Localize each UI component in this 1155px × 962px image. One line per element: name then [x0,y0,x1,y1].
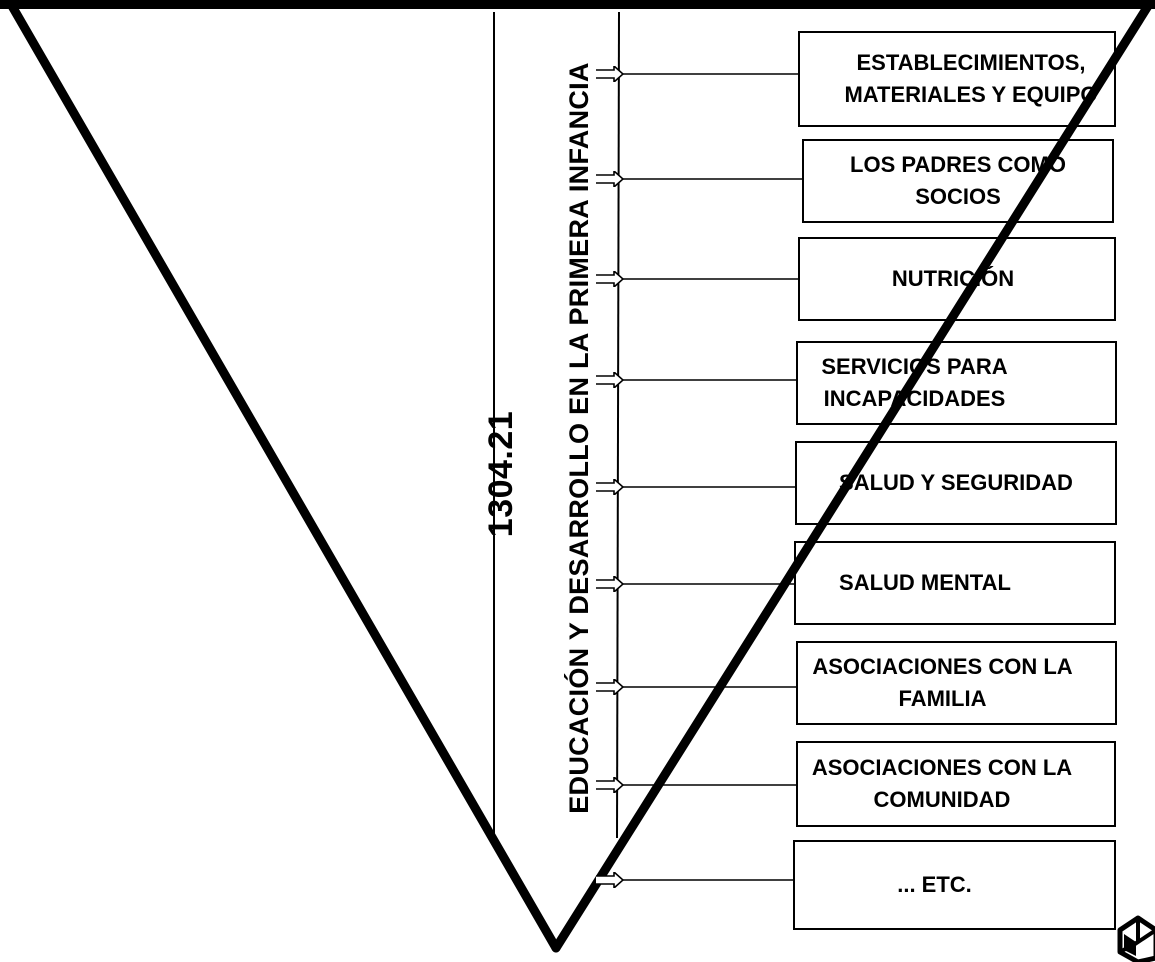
item-label: ESTABLECIMIENTOS, MATERIALES Y EQUIPO [844,50,1098,107]
funnel-right-edge [551,1,1153,953]
item-box: SALUD MENTAL [794,541,1116,625]
section-title: EDUCACIÓN Y DESARROLLO EN LA PRIMERA INF… [564,62,594,814]
item-box: SALUD Y SEGURIDAD [795,441,1117,525]
arrow-group [622,74,802,880]
section-code: 1304.21 [482,410,520,538]
item-label: ASOCIACIONES CON LA COMUNIDAD [811,755,1073,812]
item-label: SERVICIOS PARA INCAPACIDADES [821,354,1008,411]
item-box: ASOCIACIONES CON LA COMUNIDAD [796,741,1116,827]
cube-logo-icon [1117,915,1155,962]
item-box: NUTRICIÓN [798,237,1116,321]
item-box: LOS PADRES COMO SOCIOS [802,139,1114,223]
item-box: ASOCIACIONES CON LA FAMILIA [796,641,1117,725]
item-label: ASOCIACIONES CON LA FAMILIA [812,654,1073,711]
item-box: ... ETC. [793,840,1116,930]
top-bar [0,0,1155,9]
column-line-right [616,11,620,839]
item-label: SALUD Y SEGURIDAD [839,470,1073,495]
item-box: SERVICIOS PARA INCAPACIDADES [796,341,1117,425]
item-label: NUTRICIÓN [891,266,1015,291]
item-label: ... ETC. [897,872,972,897]
item-label: SALUD MENTAL [839,570,1011,595]
item-label: LOS PADRES COMO SOCIOS [850,152,1066,209]
item-box: ESTABLECIMIENTOS, MATERIALES Y EQUIPO [798,31,1116,127]
funnel-left-edge [7,1,561,953]
